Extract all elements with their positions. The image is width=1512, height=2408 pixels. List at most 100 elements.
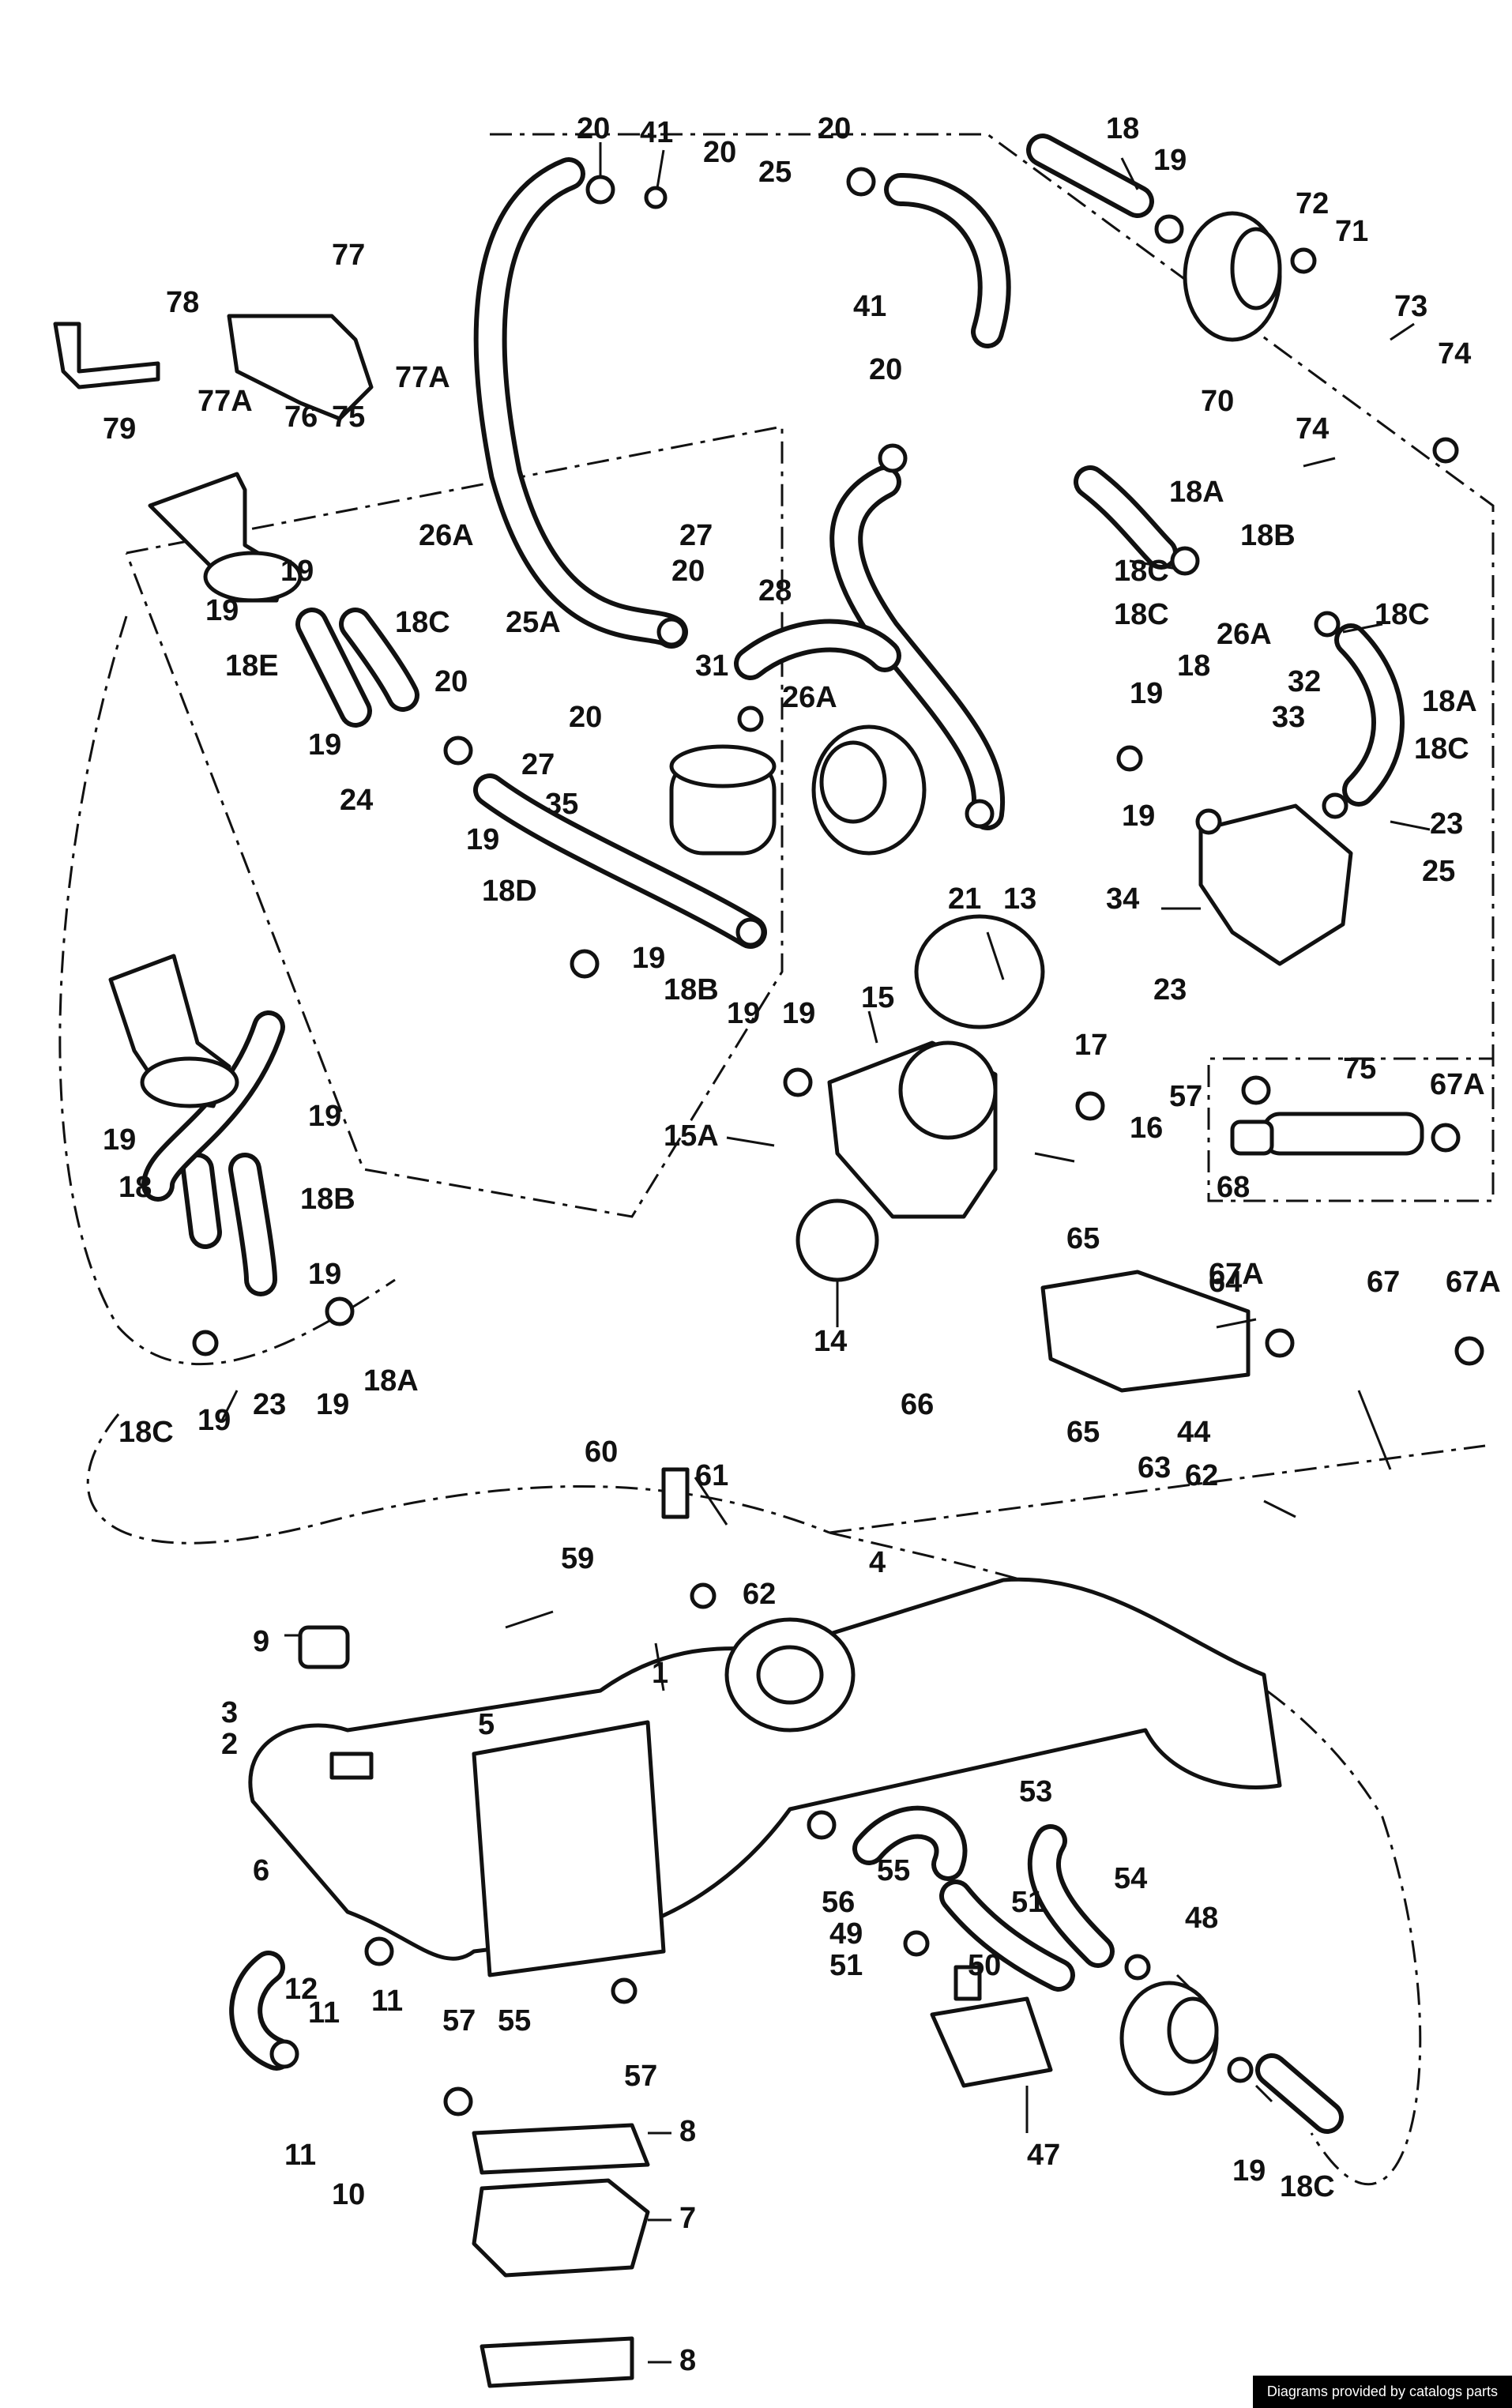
callout-label: 51: [1011, 1886, 1044, 1919]
callout-label: 19: [308, 728, 341, 762]
callout-label: 25: [1422, 855, 1455, 888]
callout-label: 18C: [1114, 555, 1169, 588]
callout-label: 19: [1153, 144, 1187, 177]
callout-label: 75: [1343, 1052, 1376, 1085]
callout-label: 7: [679, 2202, 696, 2235]
callout-label: 19: [466, 823, 499, 856]
callout-label: 75: [332, 401, 365, 434]
callout-label: 18C: [1280, 2170, 1335, 2203]
callout-label: 21: [948, 882, 981, 916]
callout-label: 55: [498, 2004, 531, 2037]
callout-label: 1: [652, 1657, 668, 1690]
callout-label: 77A: [197, 385, 253, 418]
callout-label: 20: [434, 665, 468, 698]
callout-label: 61: [695, 1459, 728, 1492]
callout-label: 57: [624, 2060, 657, 2093]
callout-label: 19: [308, 1100, 341, 1133]
callout-label: 17: [1074, 1029, 1108, 1062]
callout-label: 13: [1003, 882, 1036, 916]
callout-label: 18A: [1169, 476, 1224, 509]
callout-label: 8: [679, 2115, 696, 2148]
callout-label: 26A: [419, 519, 474, 552]
callout-label: 4: [869, 1546, 886, 1579]
callout-label: 20: [569, 701, 602, 734]
callout-label: 18: [118, 1171, 152, 1204]
callout-label: 11: [284, 2139, 316, 2172]
callout-label: 28: [758, 574, 792, 608]
callout-label: 26A: [1217, 618, 1272, 651]
callout-label: 70: [1201, 385, 1234, 418]
callout-label: 78: [166, 286, 199, 319]
callout-label: 72: [1296, 187, 1329, 220]
callout-label: 3: [221, 1696, 238, 1729]
callout-label: 5: [478, 1708, 495, 1741]
callout-label: 56: [822, 1886, 855, 1919]
callout-label: 19: [103, 1123, 136, 1157]
callout-label: 71: [1335, 215, 1368, 248]
callout-label: 62: [743, 1578, 776, 1611]
clamps: [192, 167, 1484, 2116]
callout-label: 35: [545, 788, 578, 821]
callout-label: 23: [253, 1388, 286, 1421]
callout-label: 18D: [482, 875, 537, 908]
components: [53, 211, 1424, 2388]
callout-label: 18: [1177, 649, 1210, 683]
callout-label: 19: [280, 555, 314, 588]
callout-label: 16: [1130, 1112, 1163, 1145]
callout-label: 11: [308, 1996, 340, 2030]
callout-label: 18A: [1422, 685, 1477, 718]
callout-label: 65: [1066, 1416, 1100, 1449]
callout-label: 33: [1272, 701, 1305, 734]
callout-label: 19: [1232, 2154, 1266, 2188]
callout-label: 74: [1438, 337, 1471, 371]
callout-label: 65: [1066, 1222, 1100, 1255]
callout-label: 18B: [1240, 519, 1296, 552]
callout-label: 48: [1185, 1902, 1218, 1935]
callout-label: 18: [1106, 112, 1139, 145]
callout-label: 60: [585, 1435, 618, 1469]
callout-label: 27: [679, 519, 713, 552]
callout-label: 55: [877, 1854, 910, 1887]
callout-label: 27: [521, 748, 555, 781]
callout-label: 57: [442, 2004, 476, 2037]
callout-label: 59: [561, 1542, 594, 1575]
callout-label: 18E: [225, 649, 279, 683]
callout-label: 19: [1122, 800, 1155, 833]
callout-label: 18A: [363, 1364, 419, 1398]
callout-label: 66: [901, 1388, 934, 1421]
callout-label: 19: [316, 1388, 349, 1421]
callout-label: 15: [861, 981, 894, 1014]
callout-label: 57: [1169, 1080, 1202, 1113]
callout-label: 19: [205, 594, 239, 627]
callout-label: 74: [1296, 412, 1329, 446]
callout-label: 62: [1185, 1459, 1218, 1492]
callout-label: 77A: [395, 361, 450, 394]
callout-label: 6: [253, 1854, 269, 1887]
callout-label: 18C: [395, 606, 450, 639]
callout-label: 41: [853, 290, 886, 323]
callout-label: 15A: [664, 1119, 719, 1153]
callout-label: 54: [1114, 1862, 1147, 1895]
callout-label: 50: [968, 1949, 1001, 1982]
callout-label: 67: [1367, 1266, 1400, 1299]
callout-label: 31: [695, 649, 728, 683]
callout-label: 32: [1288, 665, 1321, 698]
callout-label: 67A: [1446, 1266, 1501, 1299]
hoses: [141, 134, 1405, 2134]
callout-label: 18B: [300, 1183, 355, 1216]
callout-label: 18C: [118, 1416, 174, 1449]
callout-label: 64: [1209, 1266, 1242, 1299]
callout-label: 18B: [664, 973, 719, 1006]
callout-label: 20: [577, 112, 610, 145]
callout-label: 18C: [1414, 732, 1469, 766]
callout-label: 8: [679, 2344, 696, 2377]
callout-label: 20: [671, 555, 705, 588]
callout-label: 23: [1430, 807, 1463, 841]
callout-label: 18C: [1375, 598, 1430, 631]
callout-label: 19: [782, 997, 815, 1030]
callout-label: 19: [727, 997, 760, 1030]
callout-label: 63: [1138, 1451, 1171, 1484]
callout-label: 12: [284, 1973, 318, 2006]
callout-labels: 20 41 20 25 20 41 18 19 72 71 73 74 70 7…: [103, 112, 1501, 2377]
